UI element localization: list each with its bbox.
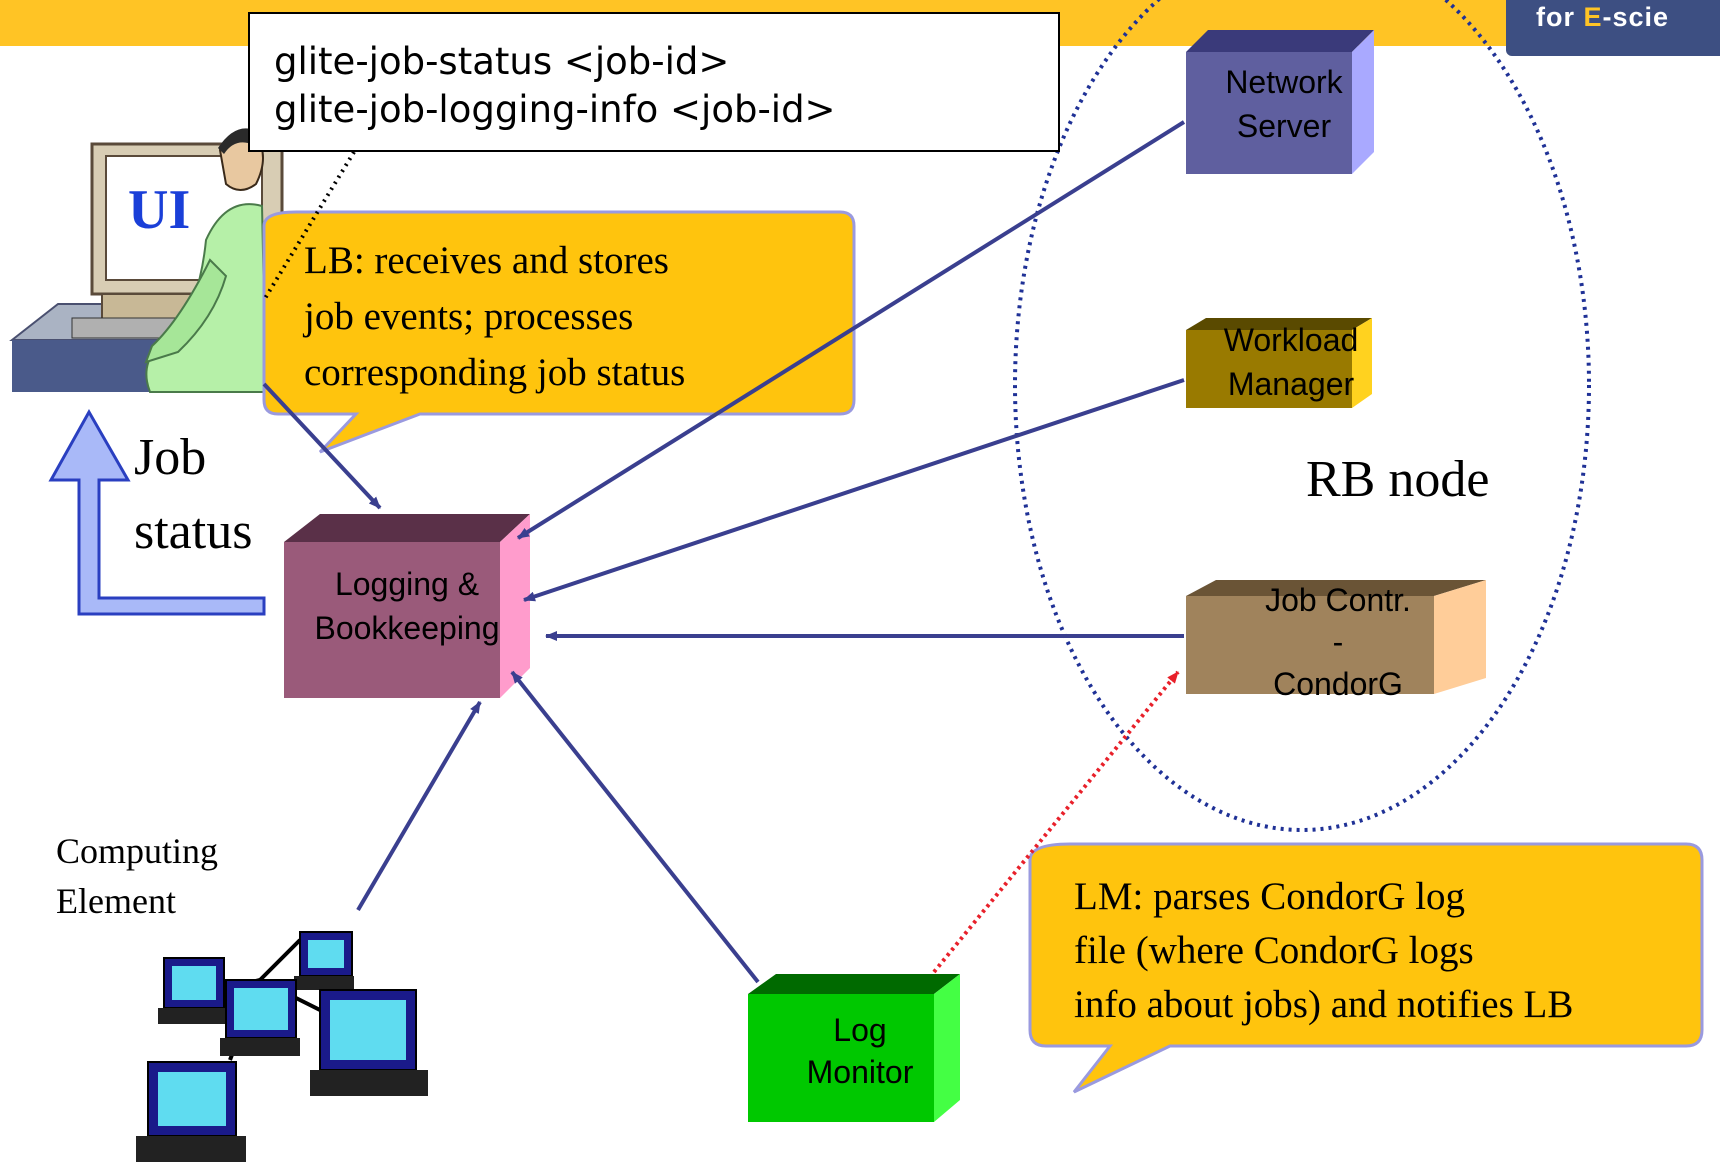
network-server-label-line1: Network [1225, 64, 1343, 100]
computing-element-label-line1: Computing [56, 831, 219, 871]
arrow-log-monitor-to-job-controller [932, 670, 1180, 974]
network-server-box [1186, 30, 1374, 174]
lm-callout-bubble [1028, 842, 1704, 1094]
job-status-label-line2: status [134, 503, 253, 560]
arrow-workload-manager-to-lb [523, 378, 1185, 602]
ui-label: UI [128, 179, 191, 241]
job-controller-label-line3: CondorG [1273, 666, 1403, 702]
lm-callout-line3: info about jobs) and notifies LB [1074, 983, 1574, 1026]
arrow-log-monitor-to-lb [510, 670, 760, 984]
workload-manager-label-line2: Manager [1227, 366, 1355, 402]
lb-callout-bubble [262, 210, 856, 454]
workload-manager-box [1186, 318, 1372, 408]
computing-element-label-line2: Element [56, 881, 176, 921]
ui-user-computer-icon [9, 128, 284, 393]
network-server-label-line2: Server [1236, 108, 1332, 144]
lm-callout-line2: file (where CondorG logs [1074, 929, 1474, 972]
log-monitor-label-line1: Log [833, 1012, 887, 1048]
job-status-label-line1: Job [134, 429, 207, 486]
job-status-arrow [48, 408, 266, 616]
rb-node-label: RB node [1306, 451, 1490, 508]
job-controller-box [1186, 580, 1486, 694]
command-pointer-line [262, 150, 356, 302]
job-controller-label-line2: - [1332, 624, 1344, 660]
logging-bookkeeping-box [284, 514, 530, 698]
arrow-ui-to-lb [262, 382, 382, 510]
lm-callout-line1: LM: parses CondorG log [1074, 875, 1466, 918]
lb-callout-line2: job events; processes [304, 295, 634, 338]
lb-callout-line1: LB: receives and stores [304, 239, 669, 282]
computing-element-computers-icon [136, 931, 428, 1162]
lb-callout-line3: corresponding job status [304, 351, 686, 394]
command-box: glite-job-status <job-id> glite-job-logg… [248, 12, 1060, 152]
arrow-computing-element-to-lb [356, 700, 482, 912]
job-controller-label-line1: Job Contr. [1265, 582, 1411, 618]
logging-bookkeeping-label-line2: Bookkeeping [314, 610, 500, 646]
command-line-status: glite-job-status <job-id> [274, 40, 730, 83]
log-monitor-box [748, 974, 960, 1122]
rb-node-ellipse [1013, 0, 1591, 832]
logging-bookkeeping-label-line1: Logging & [334, 566, 480, 602]
workload-manager-label-line1: Workload [1223, 322, 1359, 358]
command-line-logging-info: glite-job-logging-info <job-id> [274, 88, 836, 131]
log-monitor-label-line2: Monitor [806, 1054, 914, 1090]
logo-text: for E-scie [1536, 2, 1670, 32]
egee-logo: for E-scie [1506, 0, 1720, 56]
arrow-network-server-to-lb [516, 120, 1186, 540]
